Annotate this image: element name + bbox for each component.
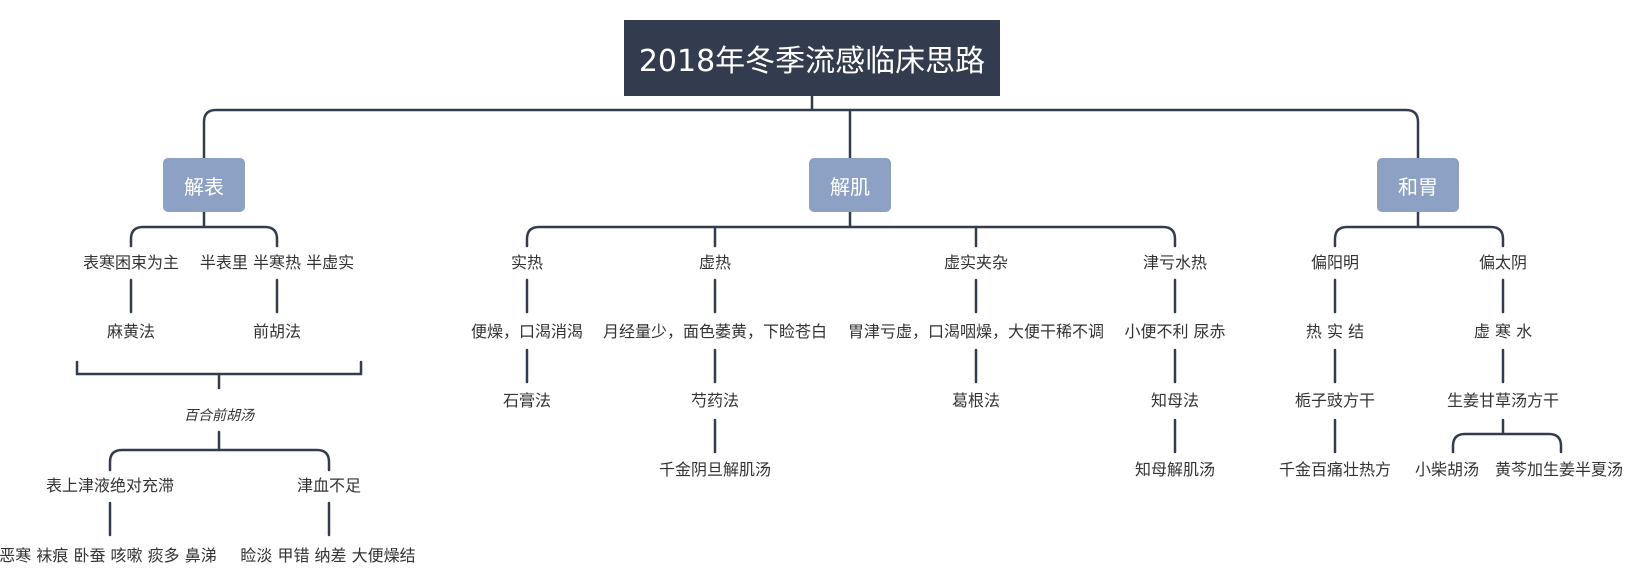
hewei-taiyin-formula-right: 黄芩加生姜半夏汤	[1494, 460, 1624, 479]
jiebiao-sub-left-label: 表上津液绝对充滞	[45, 476, 175, 495]
category-hewei: 和胃	[1377, 158, 1459, 212]
jieji-xushi-symptom: 胃津亏虚，口渴咽燥，大便干稀不调	[847, 322, 1105, 341]
hewei-yangming-method: 栀子豉方干	[1294, 391, 1376, 410]
jiebiao-left-label: 表寒困束为主	[82, 253, 180, 272]
jieji-xure-label: 虚热	[698, 253, 732, 272]
hewei-taiyin-feature: 虚 寒 水	[1473, 322, 1533, 341]
hewei-yangming-formula: 千金百痛壮热方	[1278, 460, 1392, 479]
jiebiao-right-method: 前胡法	[252, 322, 302, 341]
hewei-taiyin-formula-left: 小柴胡汤	[1414, 460, 1480, 479]
jieji-shire-label: 实热	[510, 253, 544, 272]
jiebiao-sub-left-symptoms: 恶寒 袜痕 卧蚕 咳嗽 痰多 鼻涕	[0, 546, 217, 565]
jiebiao-sub-right-symptoms: 睑淡 甲错 纳差 大便燥结	[240, 546, 416, 565]
jieji-xushi-label: 虚实夹杂	[943, 253, 1009, 272]
jieji-xure-formula: 千金阴旦解肌汤	[658, 460, 772, 479]
jieji-jinkui-method: 知母法	[1150, 391, 1200, 410]
jiebiao-sub-right-label: 津血不足	[296, 476, 362, 495]
hewei-yangming-label: 偏阳明	[1310, 253, 1360, 272]
category-jiebiao: 解表	[163, 158, 245, 212]
jieji-xushi-method: 葛根法	[951, 391, 1001, 410]
jieji-jinkui-formula: 知母解肌汤	[1134, 460, 1216, 479]
root-title: 2018年冬季流感临床思路	[624, 20, 1000, 96]
hewei-taiyin-method: 生姜甘草汤方干	[1446, 391, 1560, 410]
jieji-jinkui-label: 津亏水热	[1142, 253, 1208, 272]
jieji-shire-symptom: 便燥，口渴消渴	[470, 322, 584, 341]
hewei-taiyin-label: 偏太阴	[1478, 253, 1528, 272]
jiebiao-left-method: 麻黄法	[106, 322, 156, 341]
jiebiao-right-label: 半表里 半寒热 半虚实	[199, 253, 355, 272]
jieji-jinkui-symptom: 小便不利 尿赤	[1124, 322, 1226, 341]
jieji-xure-symptom: 月经量少，面色萎黄，下睑苍白	[602, 322, 828, 341]
category-jieji: 解肌	[809, 158, 891, 212]
jiebiao-formula: 百合前胡汤	[184, 408, 254, 424]
hewei-yangming-feature: 热 实 结	[1305, 322, 1365, 341]
jieji-xure-method: 芍药法	[690, 391, 740, 410]
jieji-shire-method: 石膏法	[502, 391, 552, 410]
